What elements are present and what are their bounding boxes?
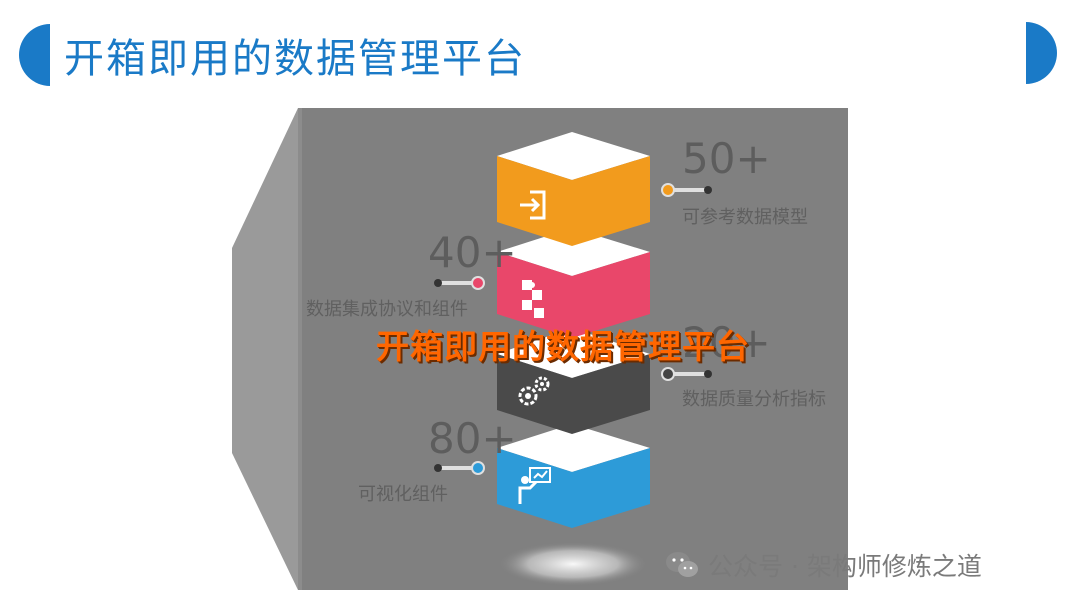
page-title: 开箱即用的数据管理平台 — [64, 36, 526, 82]
overlay-title: 开箱即用的数据管理平台 — [376, 327, 750, 366]
block-blue — [497, 424, 650, 528]
stat-number-models: 50+ — [682, 134, 771, 183]
stat-label-models: 可参考数据模型 — [682, 207, 808, 228]
connector-1 — [661, 183, 712, 197]
connector-2 — [434, 276, 485, 290]
stat-number-visual: 80+ — [428, 414, 517, 463]
login-icon — [520, 190, 546, 220]
watermark-text: 公众号 · 架构师修炼之道 — [708, 552, 982, 581]
puzzle-icon — [522, 280, 544, 318]
stat-label-quality: 数据质量分析指标 — [682, 389, 826, 410]
watermark: 公众号 · 架构师修炼之道 — [664, 548, 982, 582]
stat-number-quality: 20+ — [682, 318, 771, 367]
stat-label-integration: 数据集成协议和组件 — [306, 299, 468, 320]
connector-3 — [661, 367, 712, 381]
stack-shadow — [498, 542, 648, 586]
stat-number-integration: 40+ — [428, 228, 517, 277]
presenter-icon — [518, 467, 551, 504]
block-dark — [497, 328, 650, 434]
block-stack — [497, 132, 650, 528]
stat-label-visual: 可视化组件 — [358, 484, 448, 505]
gears-icon — [518, 376, 550, 406]
wechat-icon — [666, 552, 698, 577]
connector-4 — [434, 461, 485, 475]
header-right-accent — [1026, 22, 1057, 84]
header-left-accent — [19, 24, 50, 86]
